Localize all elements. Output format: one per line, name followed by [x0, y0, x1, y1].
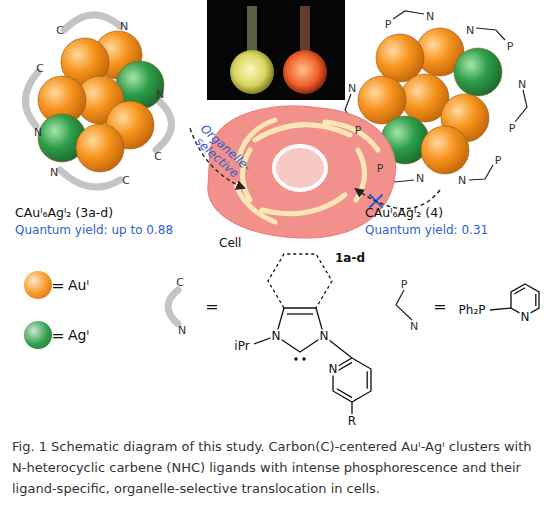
flask-neck: [247, 6, 257, 52]
cell-node: Cell: [245, 150, 355, 220]
ligand-link: [515, 90, 527, 122]
carbene-dot: [302, 357, 305, 360]
ligand-atom-label: P: [507, 40, 514, 53]
gold-atom: [76, 124, 124, 172]
red-flask: [283, 50, 327, 94]
organelle: [325, 122, 378, 150]
atom-label: Ph₂P: [458, 304, 487, 317]
ligand-atom-label: P: [355, 124, 362, 137]
cluster-formula: CAuᴵ₆Agᴵ₂ (4): [365, 205, 443, 220]
quantum-yield: Quantum yield: 0.31: [365, 223, 488, 238]
organelle: [238, 120, 275, 160]
ligand-atom-label: C: [154, 150, 162, 163]
ligand-arc: [60, 170, 120, 187]
ligand-atom-label: N: [178, 324, 186, 337]
carbene-dot: [294, 357, 297, 360]
double-bond: [337, 362, 352, 371]
quantum-yield: Quantum yield: up to 0.88: [15, 223, 173, 238]
legend-sphere: [24, 271, 52, 299]
ligand-atom-label: C: [176, 276, 184, 289]
imidazole-ring: [276, 308, 324, 352]
left-cluster-spheres: [38, 31, 164, 172]
benzo-ring-dashed: [268, 254, 332, 308]
gold-atom: [376, 34, 424, 82]
flask-neck: [300, 6, 310, 52]
atom-label: N: [271, 330, 282, 343]
equals-sign: =: [51, 279, 64, 292]
atom-label: R: [347, 415, 357, 428]
ligand-atom-label: C: [36, 62, 44, 75]
ligand-link: [469, 165, 493, 180]
legend-text: Agᴵ: [68, 327, 89, 343]
bond: [490, 308, 511, 310]
ligand-atom-label: N: [34, 126, 42, 139]
legend-text: Auᴵ: [68, 277, 89, 293]
cell-label: Cell: [219, 236, 241, 250]
ligand-atom-label: N: [348, 82, 356, 95]
ligand-arc: [156, 100, 172, 150]
gold-atom: [421, 126, 469, 174]
cluster-node: CAuᴵ₆Agᴵ₂ (3a-d)Quantum yield: up to 0.8…: [14, 8, 190, 193]
ligand-atom-label: N: [518, 78, 526, 91]
ligand-atom-label: N: [156, 88, 164, 101]
double-bond: [367, 371, 368, 389]
ligand-atom-label: P: [509, 122, 516, 135]
figure-caption: Fig. 1 Schematic diagram of this study. …: [12, 436, 544, 499]
equals-sign: =: [51, 329, 64, 342]
ligand-atom-label: P: [377, 162, 384, 175]
cluster-formula: CAuᴵ₆Agᴵ₂ (3a-d): [15, 205, 113, 220]
organelle: [255, 125, 350, 140]
double-bond: [287, 313, 313, 314]
ligand-atom-label: N: [426, 10, 434, 23]
ligand-atom-label: C: [122, 174, 130, 187]
atom-label: N: [520, 311, 531, 324]
equals-sign: =: [433, 300, 446, 313]
silver-atom: [454, 48, 502, 96]
atom-label: N: [328, 363, 339, 376]
bond: [351, 402, 352, 414]
nhc-ligands: [25, 15, 171, 187]
atom-label: 1a-d: [334, 252, 366, 265]
ligand-atom-label: N: [416, 172, 424, 185]
ligand-atom-label: N: [120, 20, 128, 33]
ligand-atom-label: P: [401, 278, 408, 291]
ligand-atom-label: N: [50, 166, 58, 179]
ligand-link: [393, 11, 424, 19]
ligand-arc-icon: [168, 290, 178, 324]
organelle: [262, 195, 345, 214]
legend-sphere: [24, 321, 52, 349]
atom-label: N: [319, 330, 330, 343]
double-bond: [514, 288, 525, 294]
ligand-arc: [64, 15, 120, 30]
ligand-link: [476, 28, 505, 40]
ligand-arc: [25, 72, 38, 126]
ligand-atom-label: C: [56, 24, 64, 37]
ligand-link-icon: [396, 290, 412, 320]
ligand-atom-label: P: [495, 154, 502, 167]
double-bond: [535, 294, 536, 306]
organelle: [356, 150, 365, 200]
organelles: [236, 120, 378, 222]
photo-background: [207, 0, 345, 100]
atom-label: iPr: [233, 340, 250, 353]
ligand-atom-label: N: [458, 174, 466, 187]
organelle: [236, 185, 275, 222]
nhc-structure: [254, 254, 539, 414]
equals-sign: =: [205, 300, 218, 313]
yellow-flask: [230, 50, 274, 94]
ligand-atom-label: N: [466, 24, 474, 37]
ligand-atom-label: P: [385, 18, 392, 31]
double-bond: [337, 389, 352, 398]
pyridine-ring: [333, 358, 371, 402]
ligand-atom-label: N: [410, 320, 418, 333]
nucleus: [274, 146, 326, 190]
